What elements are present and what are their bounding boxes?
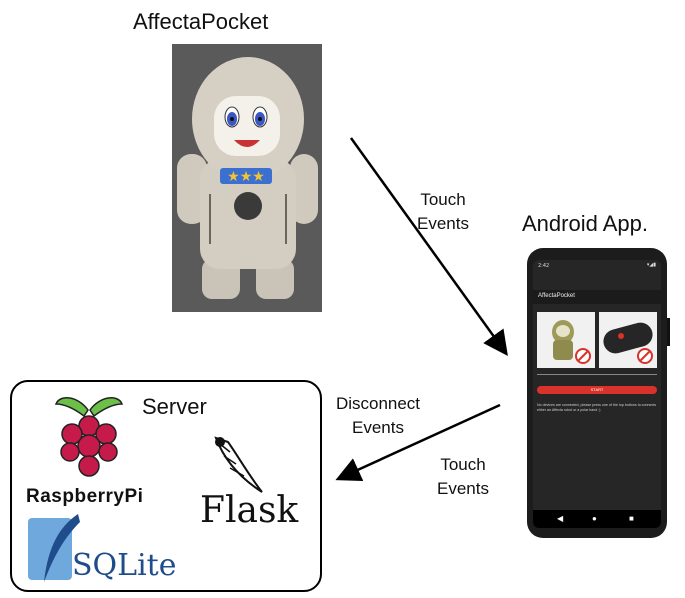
touch-label-line1: Touch <box>420 190 466 209</box>
nav-back-icon[interactable]: ◀ <box>557 514 564 523</box>
nav-recents-icon[interactable]: ■ <box>629 514 634 523</box>
status-bar: 2:42 ▾◢▮ <box>533 260 661 272</box>
sqlite-feather-icon <box>28 514 80 582</box>
touch2-label-line1: Touch <box>440 455 486 474</box>
status-time: 2:42 <box>538 263 550 269</box>
nav-bar: ◀ ● ■ <box>533 510 661 528</box>
app-to-server-arrow <box>335 403 501 482</box>
disconnect-events-label: Disconnect Events <box>322 392 434 440</box>
flask-horn-icon <box>214 436 263 493</box>
android-phone: 2:42 ▾◢▮ AffectaPocket START No <box>527 248 670 538</box>
sqlite-wordmark: SQLite <box>72 548 177 583</box>
touch-events-label-top: Touch Events <box>408 188 478 236</box>
phone-screen: 2:42 ▾◢▮ AffectaPocket START No <box>533 260 661 528</box>
disconnect-label-line2: Events <box>352 418 404 437</box>
android-app-title: Android App. <box>522 211 648 236</box>
touch2-label-line2: Events <box>437 479 489 498</box>
server-title: Server <box>142 394 207 419</box>
flask-wordmark: Flask <box>200 490 299 531</box>
start-button[interactable]: START <box>537 386 657 394</box>
robot-title: AffectaPocket <box>133 9 269 34</box>
divider <box>537 374 657 375</box>
status-icons: ▾◢▮ <box>646 262 656 268</box>
raspberry-pi-logo-icon <box>54 397 124 477</box>
touch-label-line2: Events <box>417 214 469 233</box>
svg-text:★★★: ★★★ <box>227 169 265 185</box>
robot-photo: ★★★ <box>172 44 322 312</box>
polar-band-connect-card[interactable] <box>599 312 657 368</box>
raspberry-pi-wordmark: RaspberryPi <box>26 486 144 507</box>
no-devices-message: No devices are connected, please press o… <box>537 403 657 412</box>
server-box: Server RaspberryPi Flask SQLite <box>10 380 322 592</box>
phone-side-button <box>667 318 670 346</box>
app-bar: AffectaPocket <box>533 290 661 304</box>
nav-home-icon[interactable]: ● <box>592 514 597 523</box>
disconnect-label-line1: Disconnect <box>335 394 421 413</box>
robot-connect-card[interactable] <box>537 312 595 368</box>
touch-events-label-bottom: Touch Events <box>428 453 498 501</box>
app-bar-title: AffectaPocket <box>538 293 575 299</box>
